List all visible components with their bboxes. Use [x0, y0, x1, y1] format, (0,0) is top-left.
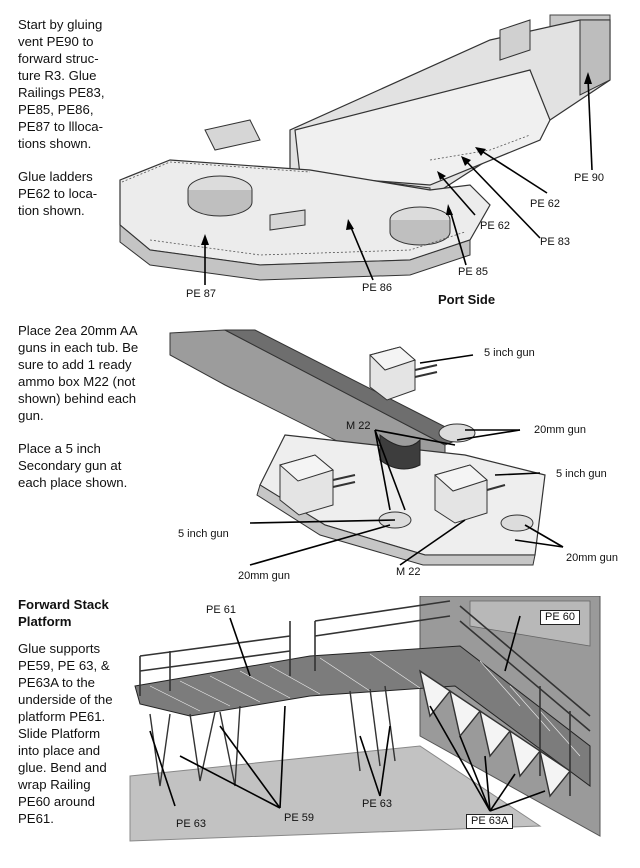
label-m22-a: M 22 [346, 420, 371, 432]
section1-text: Start by gluing vent PE90 to forward str… [18, 16, 128, 235]
label-pe86: PE 86 [362, 282, 392, 294]
section2-paragraph-1: Place 2ea 20mm AA guns in each tub. Be s… [18, 323, 139, 423]
section3-paragraph: Glue supports PE59, PE 63, & PE63A to th… [18, 641, 113, 826]
stack-platform-illustration [129, 596, 601, 842]
gun-placement-illustration [169, 329, 564, 566]
caption-port-side: Port Side [438, 292, 496, 307]
label-pe90: PE 90 [574, 172, 604, 184]
section2-text: Place 2ea 20mm AA guns in each tub. Be s… [18, 322, 168, 507]
label-pe85: PE 85 [458, 266, 488, 278]
label-5inch-gun-a: 5 inch gun [484, 347, 535, 359]
section3-text: Forward Stack Platform Glue supports PE5… [18, 596, 138, 843]
section1-paragraph-1: Start by gluing vent PE90 to forward str… [18, 17, 105, 151]
label-m22-b: M 22 [396, 566, 421, 578]
section2-paragraph-2: Place a 5 inch Secondary gun at each pla… [18, 441, 128, 490]
section1-paragraph-2: Glue ladders PE62 to loca- tion shown. [18, 169, 98, 218]
label-pe60: PE 60 [540, 610, 580, 625]
label-20mm-gun-a: 20mm gun [534, 424, 586, 436]
label-pe87: PE 87 [186, 288, 216, 300]
section3-heading: Forward Stack Platform [18, 597, 109, 629]
label-5inch-gun-c: 5 inch gun [178, 528, 229, 540]
port-side-illustration [119, 14, 611, 285]
label-pe62-b: PE 62 [480, 220, 510, 232]
label-pe62-a: PE 62 [530, 198, 560, 210]
label-pe63A: PE 63A [466, 814, 514, 829]
label-pe63-a: PE 63 [176, 818, 206, 830]
label-pe63-b: PE 63 [362, 798, 392, 810]
label-pe61: PE 61 [206, 604, 236, 616]
label-5inch-gun-b: 5 inch gun [556, 468, 607, 480]
label-20mm-gun-c: 20mm gun [566, 552, 618, 564]
label-20mm-gun-b: 20mm gun [238, 570, 290, 582]
label-pe59: PE 59 [284, 812, 314, 824]
label-pe83: PE 83 [540, 236, 570, 248]
